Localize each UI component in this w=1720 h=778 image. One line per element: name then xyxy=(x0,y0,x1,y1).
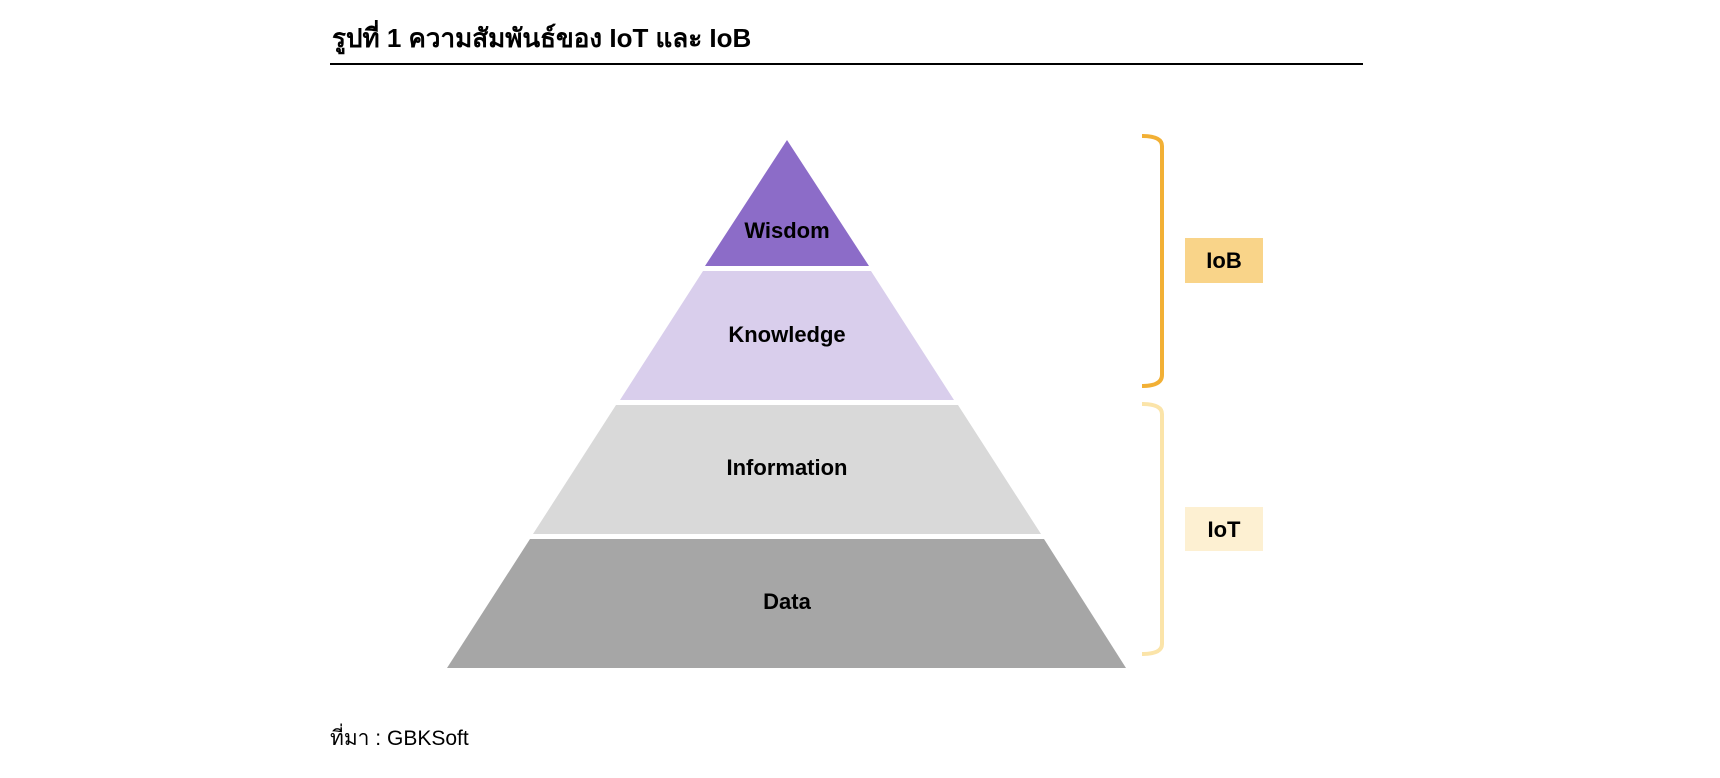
pyramid-label-wisdom: Wisdom xyxy=(744,218,829,243)
group-label-iob: IoB xyxy=(1206,248,1241,273)
pyramid-tier-knowledge xyxy=(620,271,954,400)
pyramid-label-data: Data xyxy=(763,589,811,614)
pyramid-label-information: Information xyxy=(727,455,848,480)
pyramid-tier-data xyxy=(447,539,1126,668)
pyramid-tier-wisdom xyxy=(705,140,869,266)
pyramid-label-knowledge: Knowledge xyxy=(728,322,845,347)
label-box-iob xyxy=(1185,238,1263,283)
figure-title: รูปที่ 1 ความสัมพันธ์ของ IoT และ IoB xyxy=(332,23,752,53)
label-box-iot xyxy=(1185,507,1263,551)
bracket-iob xyxy=(1141,134,1164,388)
pyramid-tier-information xyxy=(533,405,1041,534)
group-label-iot: IoT xyxy=(1208,517,1242,542)
title-underline xyxy=(330,63,1363,65)
bracket-iot xyxy=(1141,402,1164,656)
source-caption: ที่มา : GBKSoft xyxy=(330,727,469,750)
